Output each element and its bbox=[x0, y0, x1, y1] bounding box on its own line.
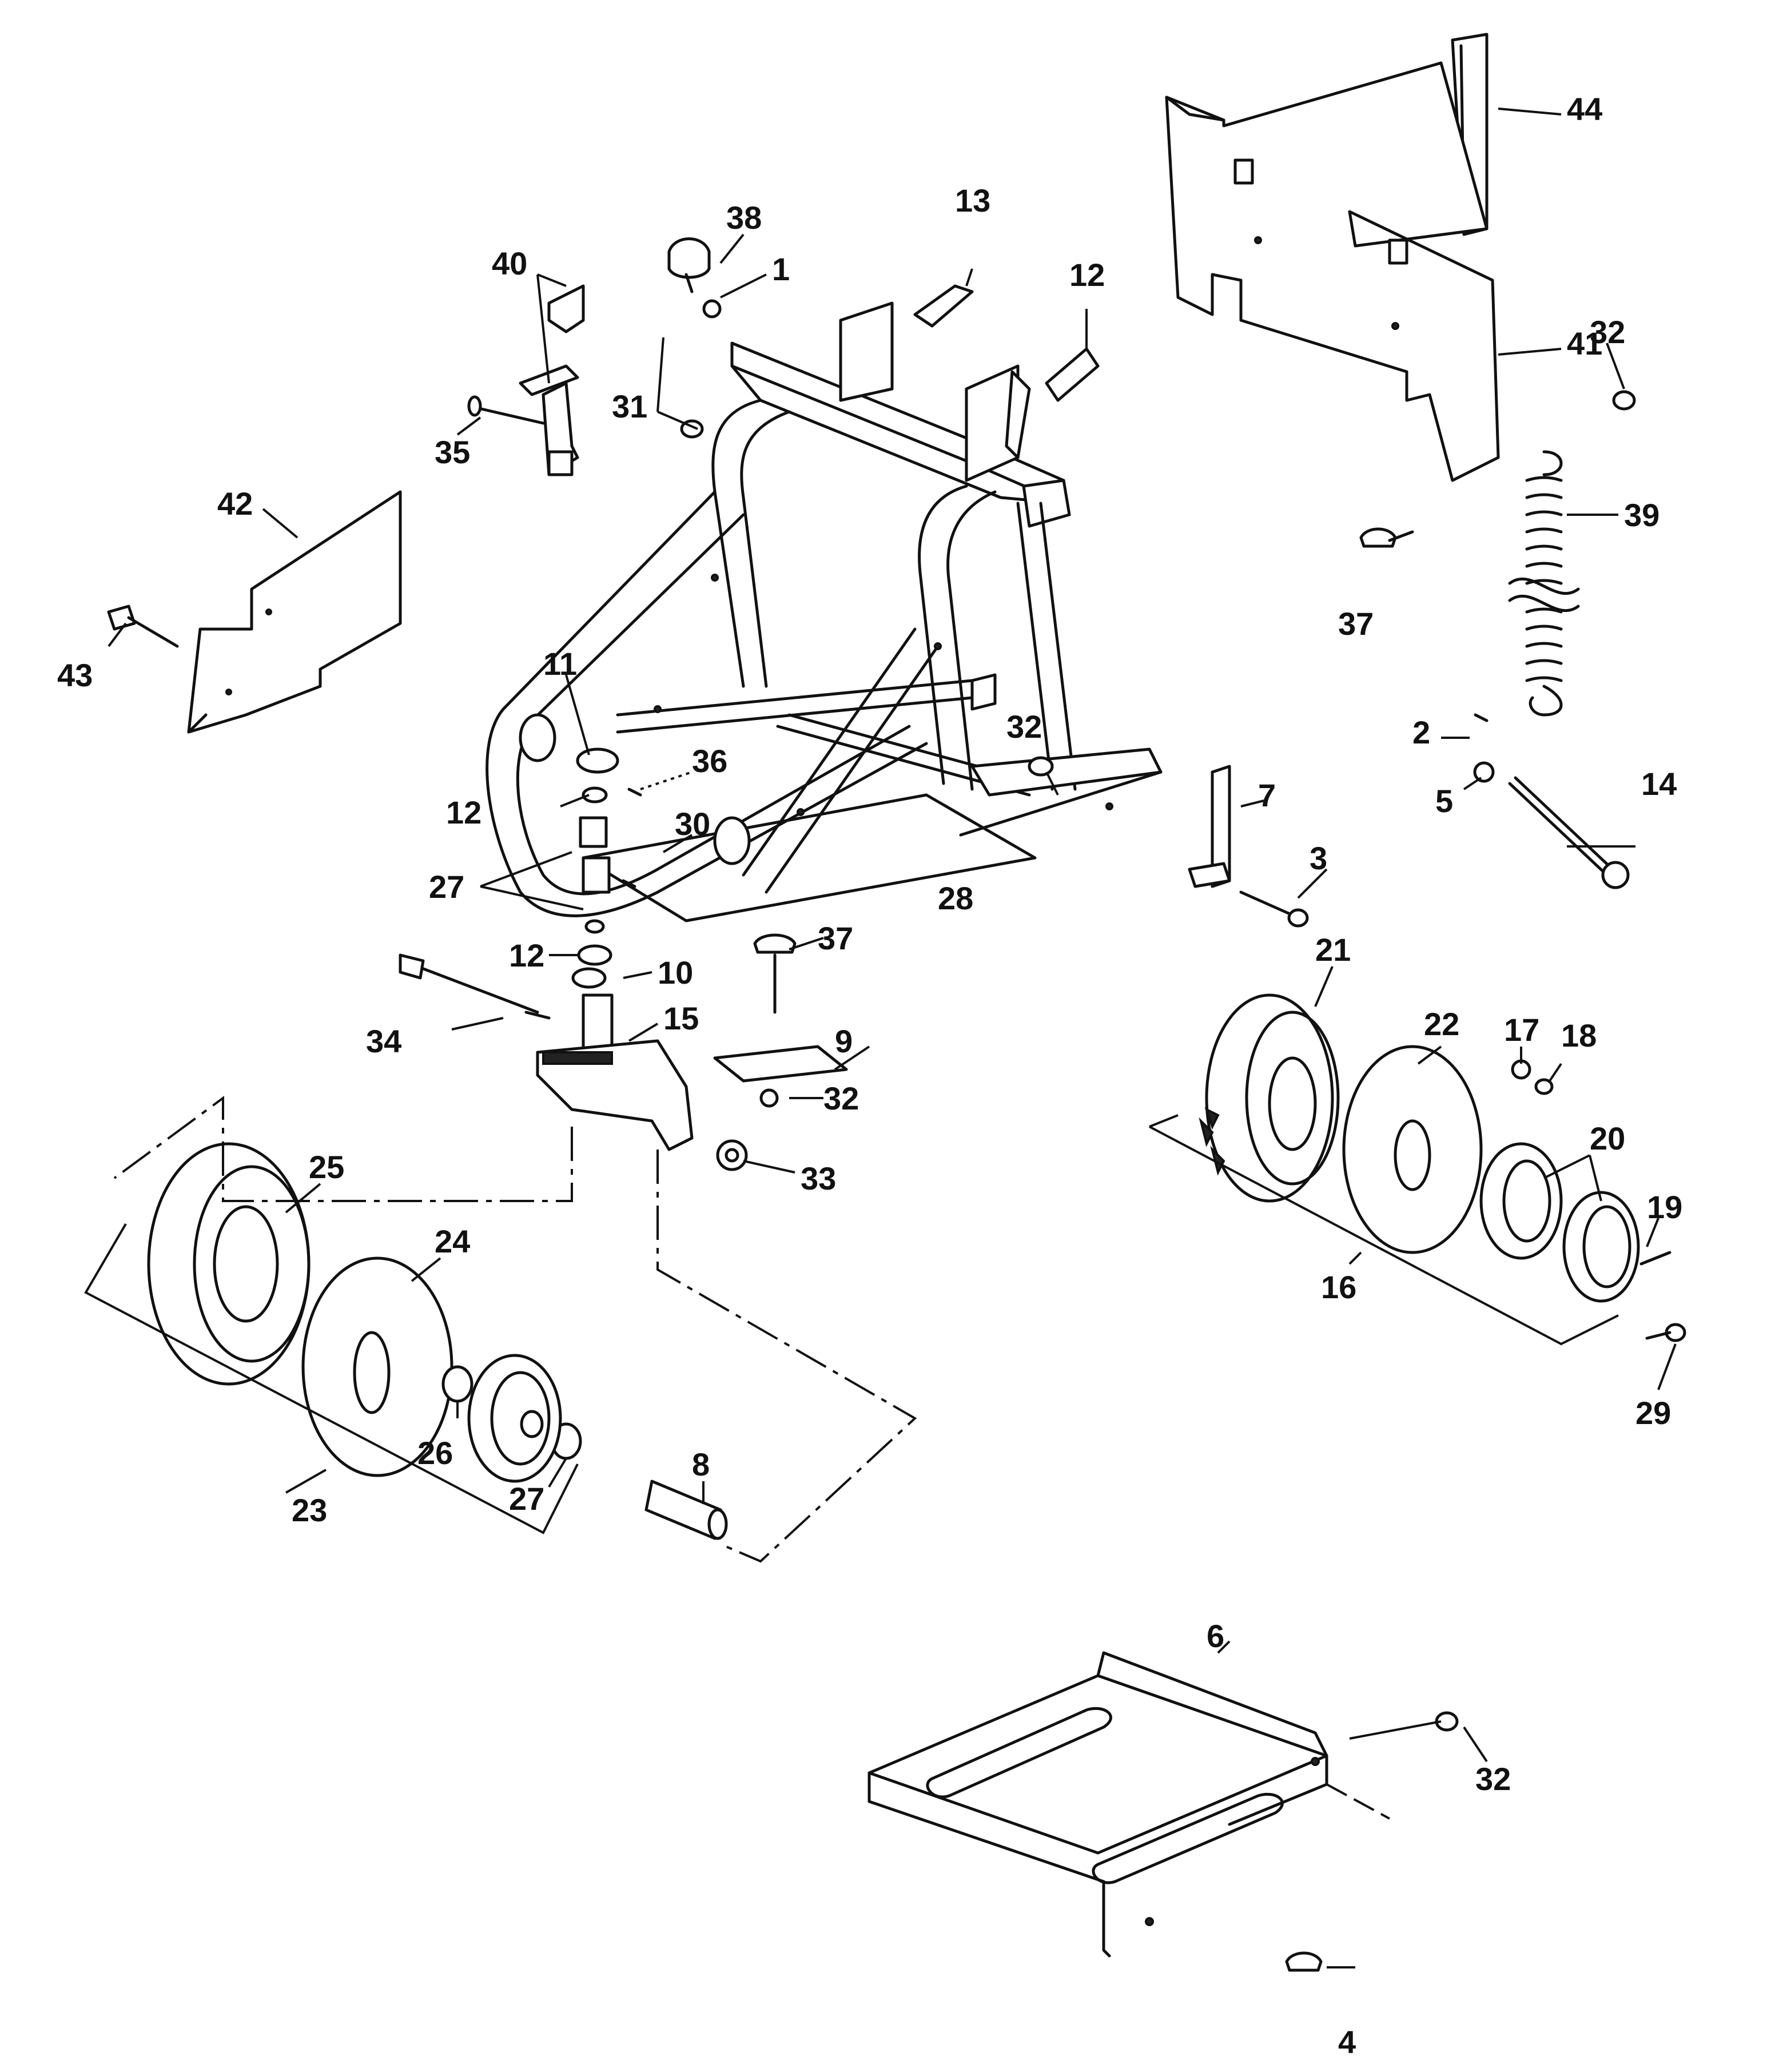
callout-20: 19 bbox=[1647, 1189, 1682, 1225]
left-wheel-bracket bbox=[84, 1223, 579, 1534]
callout-1: 1 bbox=[772, 251, 790, 287]
caster-stack bbox=[571, 747, 642, 989]
rear-panel bbox=[1165, 61, 1500, 482]
main-frame bbox=[485, 301, 1163, 922]
plates-13-14 bbox=[913, 284, 1100, 402]
callout-11: 11 bbox=[543, 646, 577, 682]
assembly-line-1 bbox=[113, 1096, 573, 1202]
callout-labels: 44 41 32 39 37 38 1 13 12 40 31 35 42 43… bbox=[57, 91, 1682, 2060]
hex-bolt-43 bbox=[107, 605, 179, 648]
callout-7: 7 bbox=[1258, 777, 1276, 813]
callout-32-top: 31 bbox=[612, 388, 647, 424]
callout-8: 8 bbox=[692, 1446, 710, 1482]
callout-27-right: 27 bbox=[509, 1481, 544, 1517]
callout-34: 35 bbox=[435, 434, 470, 470]
callout-19: 18 bbox=[1561, 1017, 1597, 1053]
callout-41: 41 bbox=[1567, 325, 1602, 361]
wheel-bracket-line bbox=[1149, 1114, 1179, 1128]
callout-32-panel: 32 bbox=[1590, 314, 1625, 350]
floor-pan bbox=[867, 1651, 1459, 1972]
callout-27-left: 26 bbox=[417, 1435, 453, 1471]
callout-28: 28 bbox=[938, 880, 973, 916]
callout-25: 24 bbox=[435, 1223, 470, 1259]
callout-32-pan: 32 bbox=[1475, 1761, 1511, 1797]
bracket-plate-9 bbox=[713, 933, 848, 1108]
leader-lines bbox=[108, 108, 1677, 1968]
callout-22: 21 bbox=[1315, 932, 1351, 968]
right-wheel-assembly bbox=[1199, 993, 1686, 1342]
callout-33: 33 bbox=[801, 1160, 836, 1196]
callout-9: 9 bbox=[835, 1023, 853, 1059]
callout-6: 6 bbox=[1207, 1618, 1224, 1654]
tension-spring bbox=[1508, 450, 1580, 717]
callout-12-lower: 12 bbox=[509, 937, 544, 973]
callout-15: 14 bbox=[1641, 766, 1677, 802]
knob-38 bbox=[667, 237, 722, 439]
callout-23: 22 bbox=[1424, 1006, 1459, 1042]
callout-3: 3 bbox=[1310, 840, 1327, 876]
callout-30: 30 bbox=[675, 806, 710, 842]
callout-13: 12 bbox=[1069, 257, 1105, 293]
panel-fasteners bbox=[1028, 390, 1636, 777]
callout-37-center: 37 bbox=[818, 920, 853, 956]
callout-26: 25 bbox=[309, 1149, 344, 1185]
callout-31: 29 bbox=[1635, 1395, 1671, 1431]
callout-18: 17 bbox=[1504, 1012, 1539, 1048]
callout-32-frame: 32 bbox=[1006, 709, 1042, 745]
callout-5: 5 bbox=[1435, 783, 1453, 819]
callout-42: 42 bbox=[217, 486, 253, 522]
callout-43: 43 bbox=[57, 657, 93, 693]
callout-16: 15 bbox=[663, 1000, 699, 1036]
bracket-7 bbox=[1188, 765, 1309, 928]
assembly-line-2 bbox=[656, 1150, 917, 1563]
left-wheel-assembly bbox=[147, 1142, 728, 1540]
callout-36: 36 bbox=[692, 743, 727, 779]
callout-10: 10 bbox=[658, 955, 693, 991]
wheel-bracket-line-lower bbox=[1149, 1126, 1619, 1346]
callout-12-upper: 12 bbox=[446, 794, 481, 830]
callout-2: 2 bbox=[1412, 714, 1430, 750]
caster-fork-16 bbox=[399, 953, 748, 1171]
callout-24: 23 bbox=[292, 1492, 327, 1528]
callout-4: 4 bbox=[1338, 2024, 1356, 2060]
callout-32-center: 32 bbox=[823, 1080, 859, 1116]
side-shield-panel bbox=[187, 490, 402, 734]
callout-37-panel: 37 bbox=[1338, 606, 1374, 642]
callout-29: 27 bbox=[429, 869, 464, 905]
callout-35: 34 bbox=[366, 1023, 401, 1059]
callout-40: 40 bbox=[492, 245, 527, 281]
callout-39: 39 bbox=[1624, 497, 1659, 533]
callout-21: 20 bbox=[1590, 1120, 1625, 1156]
callout-44: 44 bbox=[1567, 91, 1602, 127]
callout-38: 38 bbox=[726, 200, 762, 236]
latch-bracket bbox=[467, 284, 585, 476]
axle-pin-15 bbox=[1473, 713, 1630, 889]
callout-14: 13 bbox=[955, 182, 990, 218]
callout-17: 16 bbox=[1321, 1269, 1356, 1305]
